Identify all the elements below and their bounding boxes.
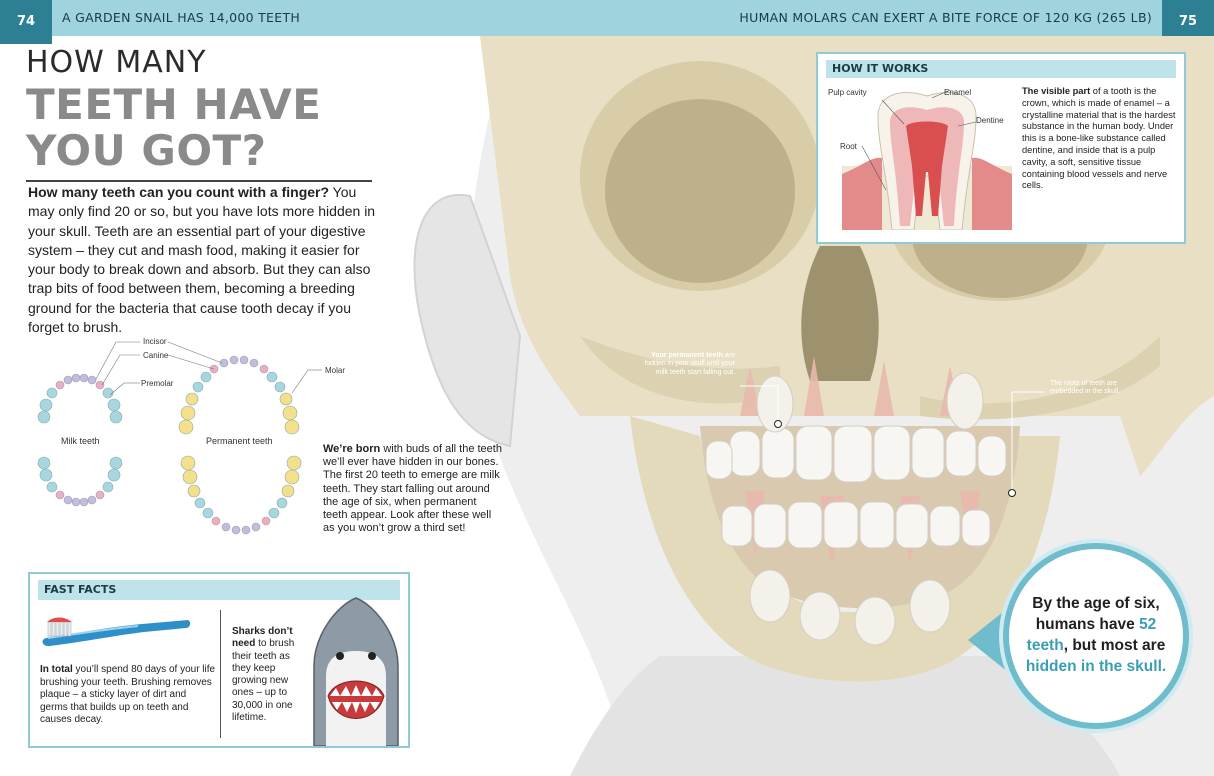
page-number-left: 74 bbox=[0, 0, 52, 44]
label-milk-teeth: Milk teeth bbox=[61, 436, 100, 446]
circle-pointer bbox=[968, 608, 1008, 672]
banner-fact-left: A GARDEN SNAIL HAS 14,000 TEETH bbox=[52, 0, 607, 36]
label-molar: Molar bbox=[325, 366, 346, 375]
fast-facts-title: FAST FACTS bbox=[38, 580, 400, 600]
label-root: Root bbox=[840, 142, 857, 151]
title-line-2: TEETH HAVE bbox=[26, 80, 322, 129]
intro-paragraph: How many teeth can you count with a fing… bbox=[28, 184, 376, 336]
title-rule bbox=[26, 180, 372, 182]
label-dentine: Dentine bbox=[976, 116, 1004, 125]
label-pulp-cavity: Pulp cavity bbox=[828, 88, 867, 97]
how-it-works-text: The visible part of a tooth is the crown… bbox=[1022, 86, 1176, 191]
fast-facts-box: FAST FACTS In total you’ll spend 80 days… bbox=[28, 572, 410, 748]
label-canine: Canine bbox=[143, 351, 169, 360]
title-line-3: YOU GOT? bbox=[26, 126, 267, 175]
callout-roots: The roots of teeth are embedded in the s… bbox=[1050, 380, 1121, 396]
facts-divider bbox=[220, 610, 221, 738]
label-enamel: Enamel bbox=[944, 88, 972, 97]
top-banner: 74 A GARDEN SNAIL HAS 14,000 TEETH HUMAN… bbox=[0, 0, 1214, 44]
fact-brushing: In total you’ll spend 80 days of your li… bbox=[40, 664, 216, 725]
fact-circle: By the age of six, humans have 52 teeth,… bbox=[1003, 543, 1189, 729]
jaw-diagrams-drawing bbox=[37, 341, 322, 535]
banner-fact-right: HUMAN MOLARS CAN EXERT A BITE FORCE OF 1… bbox=[607, 0, 1162, 36]
born-paragraph: We’re born with buds of all the teeth we… bbox=[323, 443, 502, 535]
how-it-works-title: HOW IT WORKS bbox=[826, 60, 1176, 78]
how-it-works-box: HOW IT WORKS Pulp cavity Enamel Dentine … bbox=[816, 52, 1186, 244]
shark-icon bbox=[313, 597, 399, 746]
teeth-diagram: Incisor Canine Premolar Molar Milk teeth… bbox=[30, 335, 360, 560]
fact-circle-text: By the age of six, humans have 52 teeth,… bbox=[1025, 595, 1167, 675]
fact-sharks: Sharks don’t need to brush their teeth a… bbox=[232, 626, 295, 724]
label-premolar: Premolar bbox=[141, 379, 174, 388]
title-line-1: HOW MANY bbox=[26, 45, 207, 80]
label-incisor: Incisor bbox=[143, 337, 167, 346]
callout-permanent-teeth: Your permanent teeth are hidden in your … bbox=[644, 352, 735, 376]
tooth-cross-section-icon bbox=[842, 89, 1012, 230]
label-permanent-teeth: Permanent teeth bbox=[206, 436, 273, 446]
toothbrush-icon bbox=[42, 617, 191, 647]
page-title: HOW MANY TEETH HAVE YOU GOT? bbox=[26, 44, 376, 182]
